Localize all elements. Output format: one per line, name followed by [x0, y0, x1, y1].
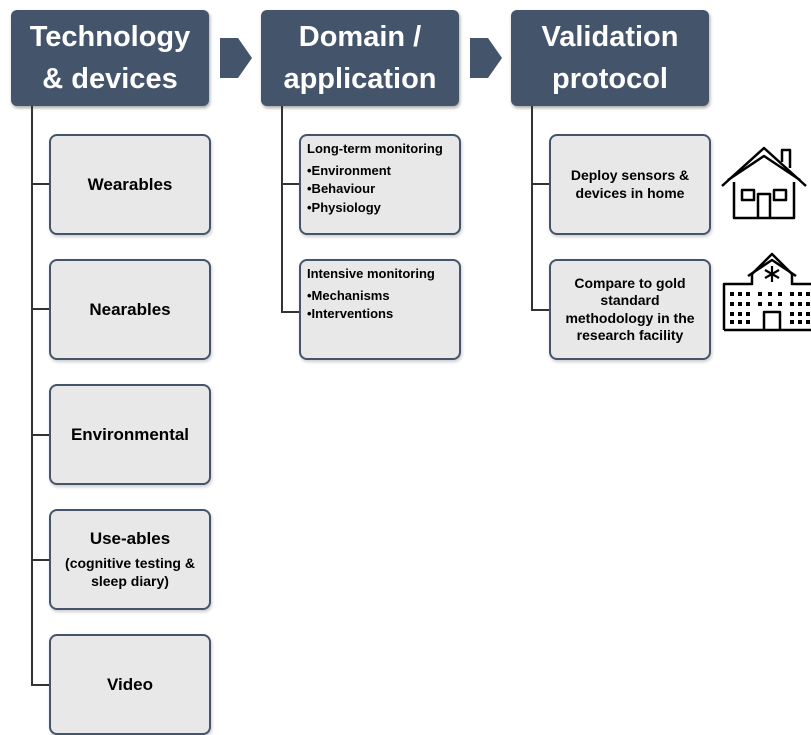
tech-connector-4: [31, 559, 50, 561]
tech-box-useables: Use-ables (cognitive testing & sleep dia…: [49, 509, 211, 610]
tech-box-video: Video: [49, 634, 211, 735]
domain-bullet: •Environment: [307, 163, 392, 179]
header-technology: Technology & devices: [11, 10, 209, 106]
domain-bullet: •Physiology: [307, 199, 381, 215]
tech-label: Video: [107, 674, 153, 694]
tech-label: Environmental: [70, 424, 190, 444]
domain-box-long-term: Long-term monitoring •Environment •Behav…: [299, 134, 461, 235]
tech-label: Wearables: [87, 174, 173, 194]
domain-connector-vertical: [281, 106, 283, 313]
validation-box-compare: Compare to gold standard methodology in …: [549, 259, 711, 360]
header-technology-label: Technology & devices: [29, 20, 191, 95]
domain-title: Long-term monitoring: [307, 141, 443, 156]
tech-sublabel: (cognitive testing & sleep diary): [65, 555, 195, 589]
header-domain-label: Domain / application: [283, 20, 437, 95]
tech-box-wearables: Wearables: [49, 134, 211, 235]
header-validation-label: Validation protocol: [541, 20, 679, 95]
tech-connector-3: [31, 434, 50, 436]
validation-connector-vertical: [531, 106, 533, 311]
chevron-arrow-2: [470, 38, 502, 78]
tech-box-nearables: Nearables: [49, 259, 211, 360]
chevron-arrow-1: [220, 38, 252, 78]
validation-label: Compare to gold standard methodology in …: [565, 274, 695, 344]
header-validation: Validation protocol: [511, 10, 709, 106]
domain-connector-2: [281, 311, 300, 313]
tech-label: Nearables: [89, 299, 171, 319]
validation-box-deploy: Deploy sensors & devices in home: [549, 134, 711, 235]
tech-connector-vertical: [31, 106, 33, 685]
header-domain: Domain / application: [261, 10, 459, 106]
domain-bullet: •Mechanisms: [307, 288, 390, 304]
validation-connector-2: [531, 309, 550, 311]
validation-label: Deploy sensors & devices in home: [570, 167, 690, 201]
hospital-icon: [722, 252, 811, 332]
tech-label: Use-ables: [89, 529, 171, 548]
domain-bullet: •Behaviour: [307, 181, 376, 197]
validation-connector-1: [531, 183, 550, 185]
domain-connector-1: [281, 183, 300, 185]
tech-box-environmental: Environmental: [49, 384, 211, 485]
house-icon: [721, 146, 807, 220]
domain-title: Intensive monitoring: [307, 266, 435, 281]
domain-box-intensive: Intensive monitoring •Mechanisms •Interv…: [299, 259, 461, 360]
domain-bullet: •Interventions: [307, 306, 394, 322]
tech-connector-5: [31, 684, 50, 686]
tech-connector-2: [31, 308, 50, 310]
tech-connector-1: [31, 183, 50, 185]
